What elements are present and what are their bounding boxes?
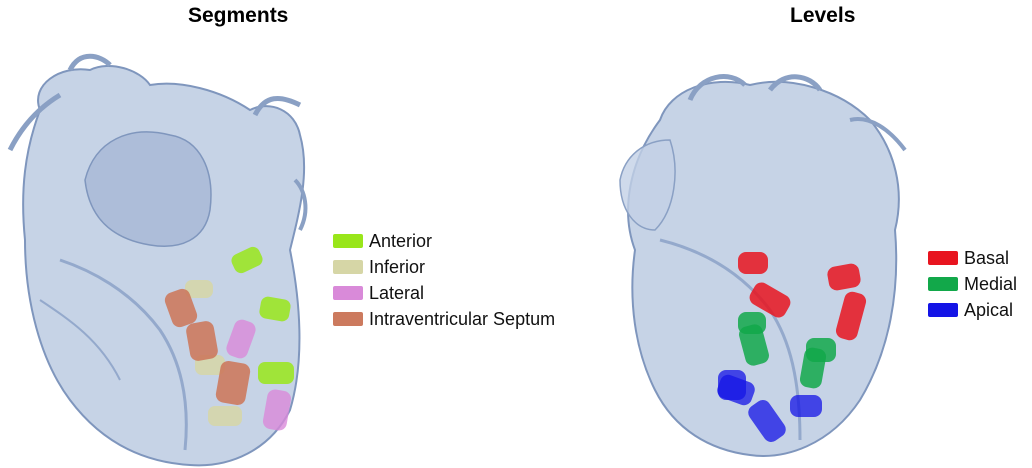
- legend-label: Anterior: [369, 231, 432, 252]
- legend-item-anterior: Anterior: [333, 228, 555, 254]
- apical-marker: [790, 395, 822, 417]
- legend-label: Apical: [964, 300, 1013, 321]
- legend-item-medial: Medial: [928, 271, 1017, 297]
- legend-label: Lateral: [369, 283, 424, 304]
- legend-swatch: [333, 286, 363, 300]
- anterior-marker: [258, 362, 294, 384]
- levels-title: Levels: [790, 4, 855, 28]
- segments-title: Segments: [188, 4, 288, 28]
- legend-swatch: [333, 260, 363, 274]
- legend-label: Medial: [964, 274, 1017, 295]
- legend-swatch: [928, 303, 958, 317]
- legend-item-inferior: Inferior: [333, 254, 555, 280]
- legend-swatch: [333, 234, 363, 248]
- segments-heart-model: [0, 40, 330, 468]
- legend-label: Basal: [964, 248, 1009, 269]
- legend-swatch: [928, 251, 958, 265]
- basal-marker: [738, 252, 768, 274]
- legend-label: Inferior: [369, 257, 425, 278]
- legend-item-basal: Basal: [928, 245, 1017, 271]
- segments-legend: Anterior Inferior Lateral Intraventricul…: [333, 228, 555, 332]
- legend-swatch: [333, 312, 363, 326]
- legend-item-apical: Apical: [928, 297, 1017, 323]
- inferior-marker: [208, 406, 242, 426]
- legend-swatch: [928, 277, 958, 291]
- legend-item-lateral: Lateral: [333, 280, 555, 306]
- legend-item-septum: Intraventricular Septum: [333, 306, 555, 332]
- levels-legend: Basal Medial Apical: [928, 245, 1017, 323]
- legend-label: Intraventricular Septum: [369, 309, 555, 330]
- levels-heart-model: [600, 60, 920, 464]
